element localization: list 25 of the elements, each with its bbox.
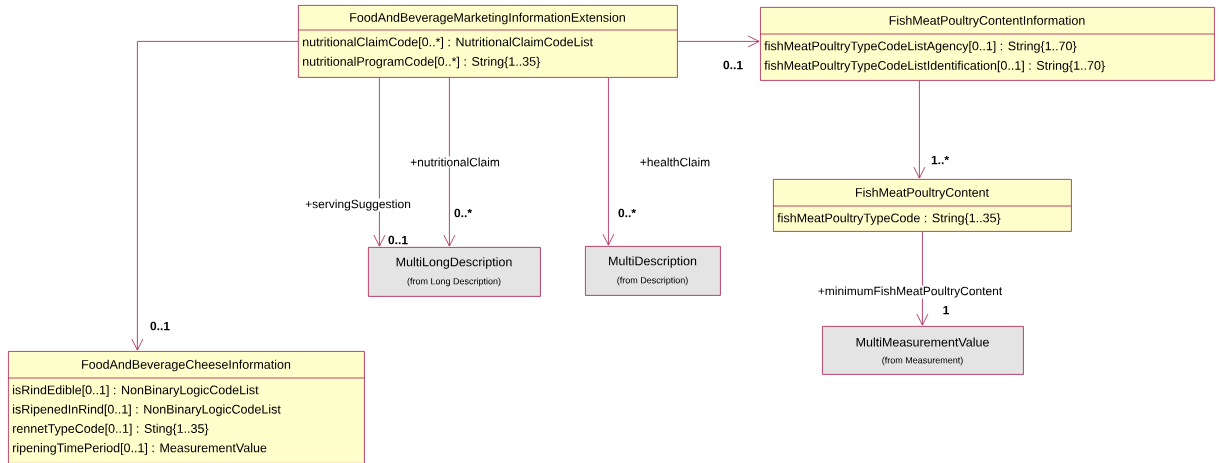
multiplicity-label: 0..* xyxy=(454,208,472,218)
role-label: +nutritionalClaim xyxy=(409,156,501,168)
multiplicity-label: 1 xyxy=(943,305,949,315)
class-reference-box: MultiLongDescription (from Long Description) xyxy=(368,247,541,297)
multiplicity-label: 0..1 xyxy=(723,60,743,70)
class-reference-box: MultiDescription (from Description) xyxy=(585,246,721,296)
class-reference-box: MultiMeasurementValue (from Measurement) xyxy=(822,326,1024,375)
class-box: FishMeatPoultryContent fishMeatPoultryTypeCode : String{1..35} xyxy=(772,179,1072,232)
association-arrow xyxy=(916,231,929,326)
multiplicity-label: 1..* xyxy=(931,155,949,165)
role-label: +healthClaim xyxy=(638,156,712,168)
multiplicity-label: 0..1 xyxy=(150,321,170,331)
multiplicity-label: 0..* xyxy=(618,208,636,218)
class-box: FoodAndBeverageCheeseInformation isRindEdible[0..1] : NonBinaryLogicCodeList isRipenedInRind[0..1] : NonBinaryLogicCodeList rennetTypeCode[0..1] : Sting{1..35} ripeningTimePeriod[0..1] : MeasurementValue xyxy=(7,351,365,463)
association-arrow xyxy=(443,77,456,247)
association-arrow xyxy=(913,80,926,179)
class-box: FoodAndBeverageMarketingInformationExtension nutritionalClaimCode[0..*] : NutritionalClaimCodeList nutritionalProgramCode[0..*] : String{1..35} xyxy=(297,5,678,78)
role-label: +minimumFishMeatPoultryContent xyxy=(816,285,1004,299)
class-box: FishMeatPoultryContentInformation fishMeatPoultryTypeCodeListAgency[0..1] : String{1..70} fishMeatPoultryTypeCodeListIdentification[0..1] : String{1..70} xyxy=(759,7,1215,81)
association-arrow xyxy=(677,35,760,48)
role-label: +servingSuggestion xyxy=(304,198,412,212)
association-arrow xyxy=(602,77,615,246)
association-arrow xyxy=(373,77,386,247)
association-arrow xyxy=(131,41,299,351)
multiplicity-label: 0..1 xyxy=(388,235,408,245)
